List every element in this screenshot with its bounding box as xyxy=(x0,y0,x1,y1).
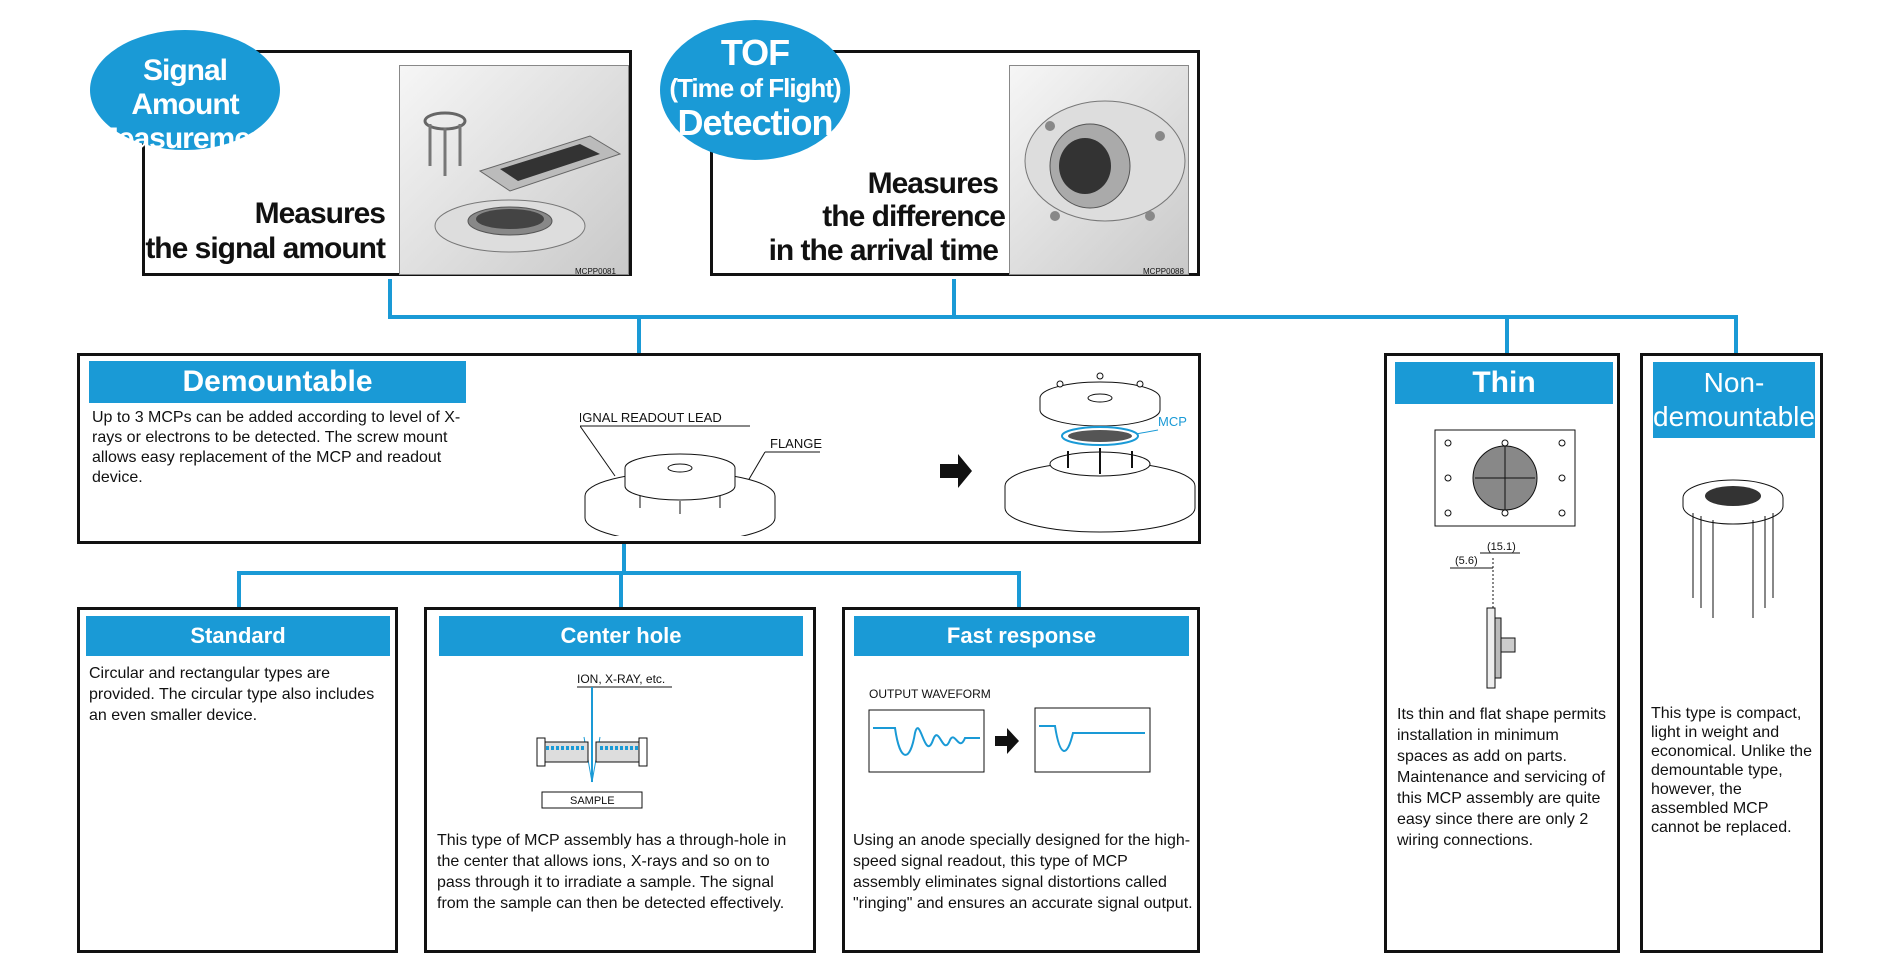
demountable-box: Demountable Up to 3 MCPs can be added ac… xyxy=(77,353,1201,544)
center-hole-diagram: ION, X-RAY, etc. SAMPLE xyxy=(536,672,672,809)
connector-horizontal-main xyxy=(388,315,1738,319)
standard-box: Standard Circular and rectangular types … xyxy=(77,607,398,953)
tof-bubble-line2: (Time of Flight) xyxy=(669,73,841,103)
standard-title: Standard xyxy=(86,616,390,656)
nondemountable-title: Non- demountable xyxy=(1653,362,1815,438)
thin-dim-b: (5.6) xyxy=(1455,555,1478,567)
demountable-text: Up to 3 MCPs can be added according to l… xyxy=(92,409,461,486)
center-hole-title: Center hole xyxy=(439,616,803,656)
tof-measure-line2: the difference xyxy=(822,200,1006,233)
demountable-diagram: SIGNAL READOUT LEAD FLANGE MCP xyxy=(580,372,1196,536)
signal-amount-box: MCPP0081 Measures the signal amount xyxy=(142,50,632,276)
mcp-assembly-illustration xyxy=(423,111,622,253)
fast-response-title-text: Fast response xyxy=(946,623,1097,648)
center-hole-title-text: Center hole xyxy=(560,623,682,648)
nondemountable-title-line2: demountable xyxy=(1653,401,1815,432)
signal-amount-measure-line2: the signal amount xyxy=(145,232,386,265)
thin-diagram: (15.1) (5.6) xyxy=(1434,429,1576,689)
center-hole-box: Center hole ION, X-RAY, etc. SAMPLE This… xyxy=(424,607,816,953)
tof-detector-illustration xyxy=(1024,100,1186,222)
connector-demountable-drop xyxy=(637,315,641,353)
thin-text: Its thin and flat shape permits installa… xyxy=(1397,706,1606,849)
signal-amount-measure-line1: Measures xyxy=(254,197,386,230)
fast-response-diagram: OUTPUT WAVEFORM xyxy=(868,687,1151,773)
nondemountable-title-line1: Non- xyxy=(1703,367,1765,398)
standard-text: Circular and rectangular types are provi… xyxy=(89,665,375,724)
thin-title: Thin xyxy=(1395,362,1613,404)
tof-measure-line1: Measures xyxy=(867,167,999,200)
signal-amount-bubble-line1: Signal Amount xyxy=(131,54,239,121)
connector-nondem-drop xyxy=(1734,315,1738,353)
thin-dim-a: (15.1) xyxy=(1487,541,1516,553)
connector-demountable-down xyxy=(622,544,626,574)
fast-response-box: Fast response OUTPUT WAVEFORM Using an a… xyxy=(842,607,1200,953)
standard-title-text: Standard xyxy=(190,623,286,648)
connector-top-left xyxy=(388,279,392,319)
tof-measure-line3: in the arrival time xyxy=(768,234,999,267)
demountable-title-text: Demountable xyxy=(182,365,373,398)
ion-xray-label: ION, X-RAY, etc. xyxy=(577,672,665,686)
connector-center-drop xyxy=(619,571,623,609)
nondemountable-box: Non- demountable This type is compact, l… xyxy=(1640,353,1823,953)
signal-amount-photo xyxy=(399,65,629,275)
nondemountable-diagram xyxy=(1682,479,1784,618)
signal-amount-bubble-line2: Measurement xyxy=(93,122,277,155)
tof-bubble: TOF (Time of Flight) Detection xyxy=(660,20,850,160)
fast-response-title: Fast response xyxy=(854,616,1189,656)
mcp-label: MCP xyxy=(1158,414,1187,429)
demountable-title: Demountable xyxy=(89,361,466,403)
thin-box: Thin (15.1) (5.6) Its thin and flat shap… xyxy=(1384,353,1620,953)
tof-photo-code: MCPP0088 xyxy=(1143,267,1184,276)
connector-sub-horizontal xyxy=(237,571,1021,575)
connector-top-right xyxy=(952,279,956,319)
tof-bubble-line1: TOF xyxy=(720,32,790,73)
center-hole-text: This type of MCP assembly has a through-… xyxy=(437,832,787,912)
connector-thin-drop xyxy=(1505,315,1509,353)
nondemountable-text: This type is compact, light in weight an… xyxy=(1651,705,1812,836)
signal-amount-photo-code: MCPP0081 xyxy=(575,267,616,276)
fast-response-text: Using an anode specially designed for th… xyxy=(853,832,1193,912)
sample-label: SAMPLE xyxy=(570,795,615,807)
thin-title-text: Thin xyxy=(1472,366,1536,399)
signal-readout-lead-label: SIGNAL READOUT LEAD xyxy=(580,410,722,425)
tof-photo xyxy=(1009,65,1189,275)
output-waveform-label: OUTPUT WAVEFORM xyxy=(869,687,991,701)
tof-bubble-line3: Detection xyxy=(677,102,833,143)
signal-amount-bubble: Signal Amount Measurement xyxy=(90,30,280,155)
connector-standard-drop xyxy=(237,571,241,609)
flange-label: FLANGE xyxy=(770,436,822,451)
connector-fast-drop xyxy=(1017,571,1021,609)
